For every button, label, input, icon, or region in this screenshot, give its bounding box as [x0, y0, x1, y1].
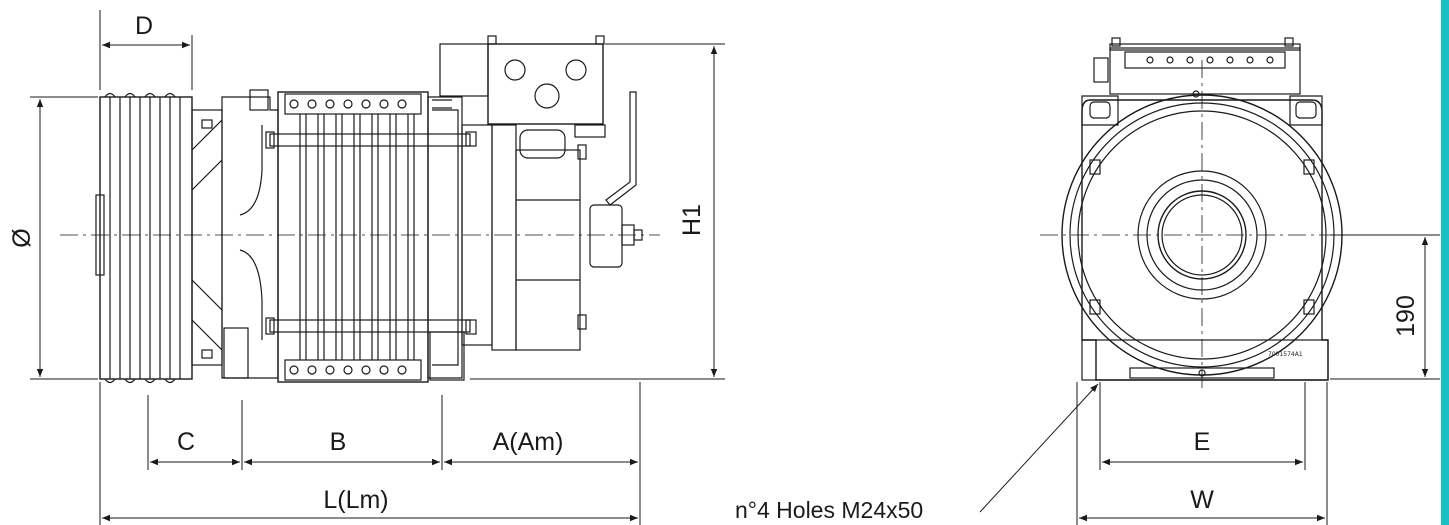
- terminal-box: [432, 35, 605, 125]
- lifting-eye-left: [1081, 95, 1119, 126]
- side-view: [60, 35, 660, 384]
- accent-edge-bar: [1441, 0, 1449, 525]
- stator-fins: [269, 91, 471, 383]
- label-diameter: Ø: [8, 228, 36, 247]
- nameplate-text: 7001574A1: [1268, 351, 1303, 358]
- lifting-eye-right: [1289, 95, 1323, 126]
- label-holes: n°4 Holes M24x50: [735, 497, 923, 523]
- hub-region: [191, 109, 223, 366]
- front-terminal-box: [1109, 47, 1301, 95]
- front-view: 7001574A1: [1040, 37, 1440, 390]
- label-c: C: [177, 428, 195, 456]
- label-190: 190: [1392, 295, 1420, 337]
- front-dimensions: [979, 234, 1440, 525]
- label-e: E: [1194, 428, 1211, 456]
- brake-assembly: [491, 91, 643, 351]
- holes-leader-line: [979, 383, 1099, 513]
- label-w: W: [1190, 486, 1214, 514]
- label-a: A(Am): [493, 428, 564, 456]
- rear-housing: [427, 96, 493, 381]
- side-dimensions: [30, 10, 725, 525]
- shaft-bore: [1157, 190, 1247, 280]
- front-flange: [221, 89, 279, 379]
- label-b: B: [330, 428, 347, 456]
- label-d: D: [135, 12, 153, 40]
- label-l: L(Lm): [323, 486, 388, 514]
- label-h1: H1: [678, 204, 706, 236]
- traction-sheave: [95, 92, 193, 384]
